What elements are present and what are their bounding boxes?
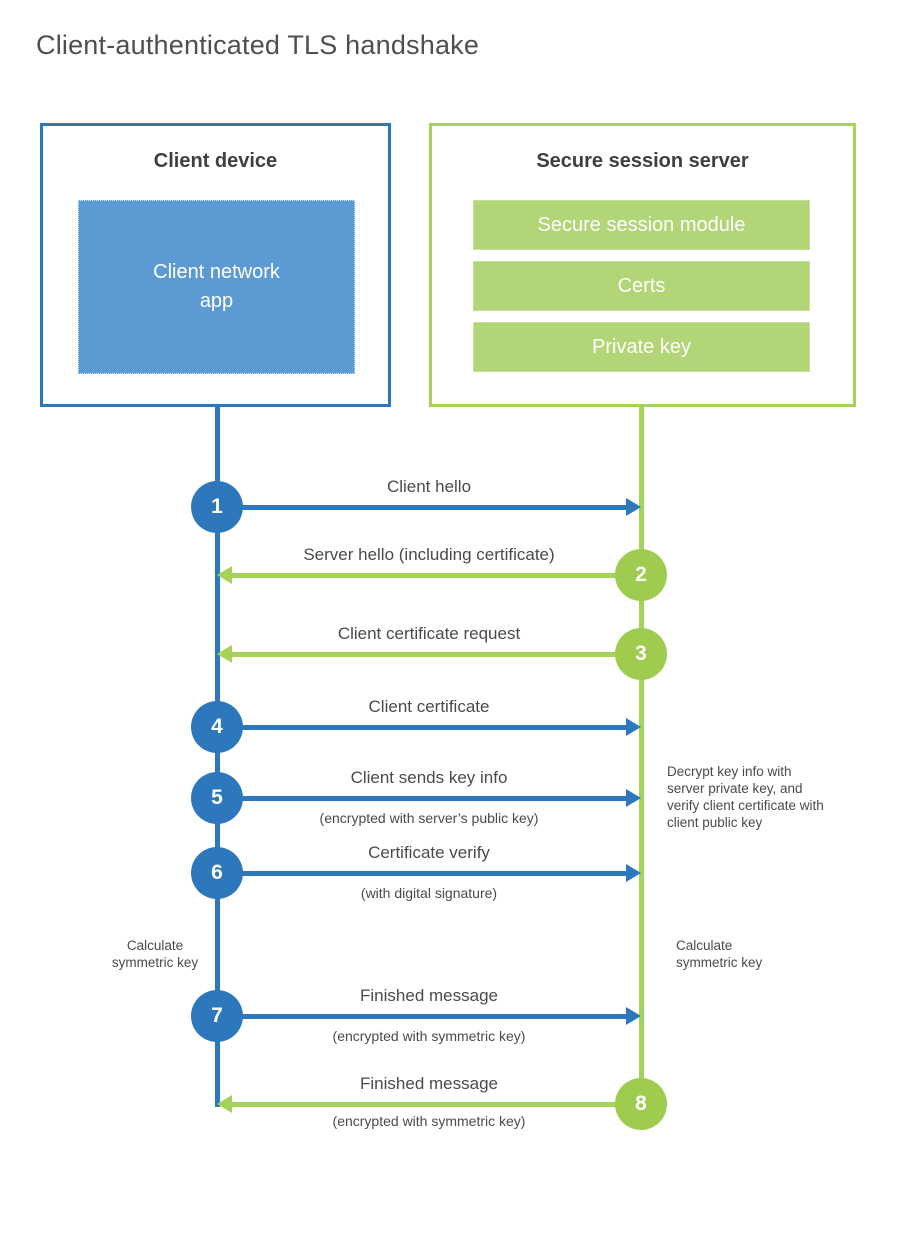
- private-key-bar: Private key: [473, 322, 810, 372]
- step-7-arrowhead-icon: [626, 1007, 641, 1025]
- step-1-label: Client hello: [386, 477, 472, 496]
- secure-session-module-bar: Secure session module: [473, 200, 810, 250]
- server-decrypt-note: Decrypt key info with server private key…: [667, 764, 824, 830]
- step-5-arrow: [217, 796, 626, 801]
- step-6-arrowhead-icon: [626, 864, 641, 882]
- step-7-sublabel: (encrypted with symmetric key): [332, 1028, 526, 1044]
- step-7-arrow: [217, 1014, 626, 1019]
- client-device-box: Client device Client network app: [40, 123, 391, 407]
- step-5-arrowhead-icon: [626, 789, 641, 807]
- step-7-circle: 7: [191, 990, 243, 1042]
- step-8-arrowhead-icon: [217, 1095, 232, 1113]
- secure-session-server-box: Secure session server Secure session mod…: [429, 123, 856, 407]
- client-lifeline: [215, 406, 220, 1107]
- server-calculate-symmetric-key-label: Calculate symmetric key: [676, 938, 763, 970]
- step-2-label: Server hello (including certificate): [303, 545, 555, 564]
- step-6-sublabel: (with digital signature): [360, 885, 498, 901]
- step-4-circle: 4: [191, 701, 243, 753]
- step-1-arrow: [217, 505, 626, 510]
- step-1-arrowhead-icon: [626, 498, 641, 516]
- step-8-arrow: [232, 1102, 641, 1107]
- step-3-label: Client certificate request: [337, 624, 521, 643]
- private-key-label: Private key: [592, 335, 691, 358]
- secure-session-module-label: Secure session module: [537, 213, 746, 236]
- step-4-arrowhead-icon: [626, 718, 641, 736]
- step-3-circle: 3: [615, 628, 667, 680]
- step-5-circle: 5: [191, 772, 243, 824]
- step-3-arrowhead-icon: [217, 645, 232, 663]
- step-6-arrow: [217, 871, 626, 876]
- step-2-arrowhead-icon: [217, 566, 232, 584]
- step-4-label: Client certificate: [368, 697, 490, 716]
- step-8-sublabel: (encrypted with symmetric key): [332, 1113, 526, 1129]
- step-5-label: Client sends key info: [350, 768, 508, 787]
- step-6-circle: 6: [191, 847, 243, 899]
- step-2-arrow: [232, 573, 641, 578]
- step-8-label: Finished message: [360, 1074, 498, 1093]
- client-network-app-box: Client network app: [78, 200, 355, 374]
- secure-session-server-title: Secure session server: [536, 150, 749, 172]
- step-4-arrow: [217, 725, 626, 730]
- client-calculate-symmetric-key-label: Calculate symmetric key: [111, 938, 199, 970]
- step-7-label: Finished message: [360, 986, 498, 1005]
- certs-label: Certs: [617, 274, 666, 297]
- step-8-circle: 8: [615, 1078, 667, 1130]
- client-device-title: Client device: [153, 150, 278, 172]
- step-5-sublabel: (encrypted with server’s public key): [319, 810, 539, 826]
- step-1-circle: 1: [191, 481, 243, 533]
- server-lifeline: [639, 406, 644, 1104]
- certs-bar: Certs: [473, 261, 810, 311]
- step-2-circle: 2: [615, 549, 667, 601]
- client-network-app-label: Client network app: [153, 261, 280, 312]
- step-6-label: Certificate verify: [368, 843, 490, 862]
- step-3-arrow: [232, 652, 641, 657]
- page-title: Client-authenticated TLS handshake: [36, 30, 480, 60]
